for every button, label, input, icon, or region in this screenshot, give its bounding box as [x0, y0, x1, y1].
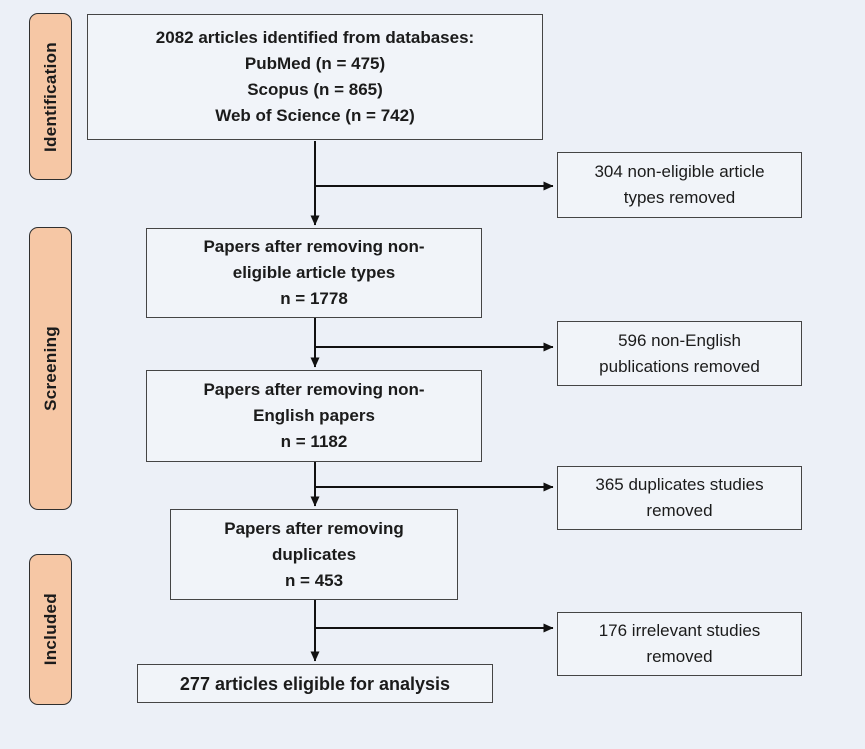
- exclusion-box-duplicates: 365 duplicates studies removed: [557, 466, 802, 530]
- flow-box-line: 277 articles eligible for analysis: [179, 673, 451, 694]
- stage-label-text: Included: [40, 593, 60, 666]
- flow-box-line: n = 1182: [280, 432, 348, 451]
- flow-box-line: Scopus (n = 865): [247, 80, 383, 99]
- flow-box-line: Papers after removing: [224, 518, 404, 538]
- stage-label-identification: Identification: [29, 13, 72, 180]
- exclusion-box-line: 365 duplicates studies: [595, 475, 764, 494]
- flow-box-line: duplicates: [271, 544, 357, 564]
- flow-box-after-nonenglish-removed: Papers after removing non- English paper…: [146, 370, 482, 462]
- flow-box-line: 2082 articles identified from databases:: [155, 28, 475, 47]
- stage-label-text: Identification: [40, 41, 60, 152]
- stage-label-included: Included: [29, 554, 72, 705]
- exclusion-box-line: types removed: [623, 188, 736, 207]
- stage-label-screening: Screening: [29, 227, 72, 510]
- flow-box-line: n = 453: [284, 570, 344, 590]
- exclusion-box-line: publications removed: [599, 356, 760, 376]
- flow-box-identified: 2082 articles identified from databases:…: [87, 14, 543, 140]
- flow-box-line: Papers after removing non-: [203, 380, 425, 399]
- exclusion-box-line: removed: [646, 647, 713, 666]
- flow-box-after-noneligible-removed: Papers after removing non- eligible arti…: [146, 228, 482, 318]
- flow-box-line: English papers: [253, 406, 375, 425]
- flow-box-line: Web of Science (n = 742): [215, 106, 415, 125]
- flow-box-eligible-final: 277 articles eligible for analysis: [137, 664, 493, 703]
- exclusion-box-irrelevant: 176 irrelevant studies removed: [557, 612, 802, 676]
- exclusion-box-nonenglish: 596 non-English publications removed: [557, 321, 802, 386]
- stage-label-text: Screening: [40, 326, 60, 411]
- flow-box-line: Papers after removing non-: [203, 237, 425, 256]
- flow-box-line: n = 1778: [280, 289, 348, 308]
- flow-box-line: PubMed (n = 475): [244, 54, 386, 73]
- exclusion-box-line: removed: [646, 501, 713, 520]
- exclusion-box-line: 304 non-eligible article: [594, 162, 765, 181]
- exclusion-box-noneligible-types: 304 non-eligible article types removed: [557, 152, 802, 218]
- exclusion-box-line: 596 non-English: [618, 330, 741, 350]
- flow-box-line: eligible article types: [232, 263, 396, 282]
- flow-box-after-duplicates-removed: Papers after removing duplicates n = 453: [170, 509, 458, 600]
- exclusion-box-line: 176 irrelevant studies: [598, 621, 761, 640]
